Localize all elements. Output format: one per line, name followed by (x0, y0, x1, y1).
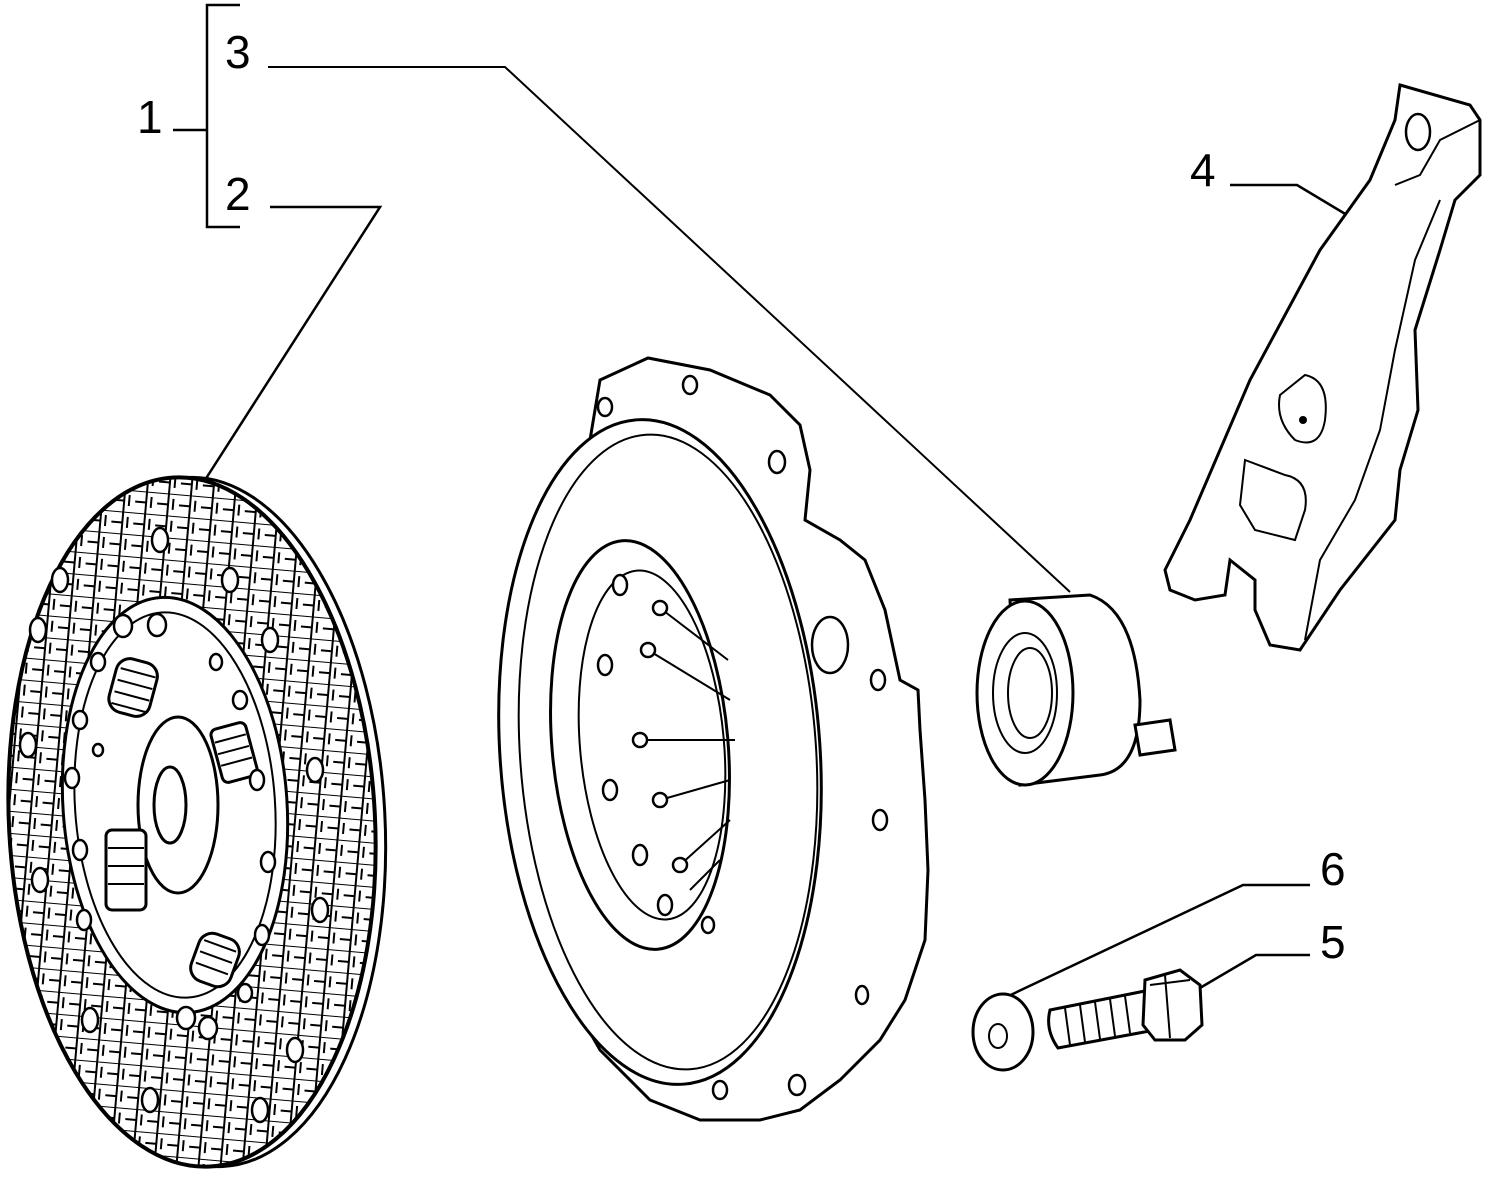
callout-6: 6 (1320, 843, 1346, 895)
callout-3: 3 (225, 26, 251, 78)
release-bearing (975, 593, 1177, 787)
leader-5 (1187, 953, 1310, 997)
diaphragm-ring (577, 569, 727, 921)
fork-body (1163, 83, 1482, 652)
disc-rivets (63, 612, 277, 1041)
kit-bracket (173, 3, 240, 229)
bearing-inner-race (992, 632, 1058, 754)
bolt-head (1141, 968, 1204, 1042)
callout-5: 5 (1320, 916, 1346, 968)
bearing-tab (1133, 718, 1177, 757)
pressure-plate-edge (517, 433, 819, 1071)
leader-2 (203, 205, 383, 481)
bearing-bore (1007, 647, 1053, 739)
disc-hub-plate-inner (73, 611, 277, 999)
damper-springs (104, 657, 259, 989)
washer (971, 992, 1035, 1072)
bearing-face (975, 599, 1075, 787)
bolt (1047, 968, 1204, 1050)
leader-3 (268, 66, 1071, 593)
facing-holes (18, 526, 330, 1124)
clutch-pressure-plate (497, 356, 930, 1122)
release-fork (1163, 83, 1482, 652)
leader-4 (1230, 183, 1353, 220)
leader-lines (173, 3, 1353, 1002)
callout-4: 4 (1190, 144, 1216, 196)
leader-6 (999, 883, 1310, 1002)
bolt-shank (1047, 988, 1157, 1050)
callout-1: 1 (137, 91, 163, 143)
callout-2: 2 (225, 168, 251, 220)
disc-spline (152, 765, 188, 845)
diaphragm-fingers (596, 573, 735, 935)
clutch-disc (6, 475, 388, 1169)
